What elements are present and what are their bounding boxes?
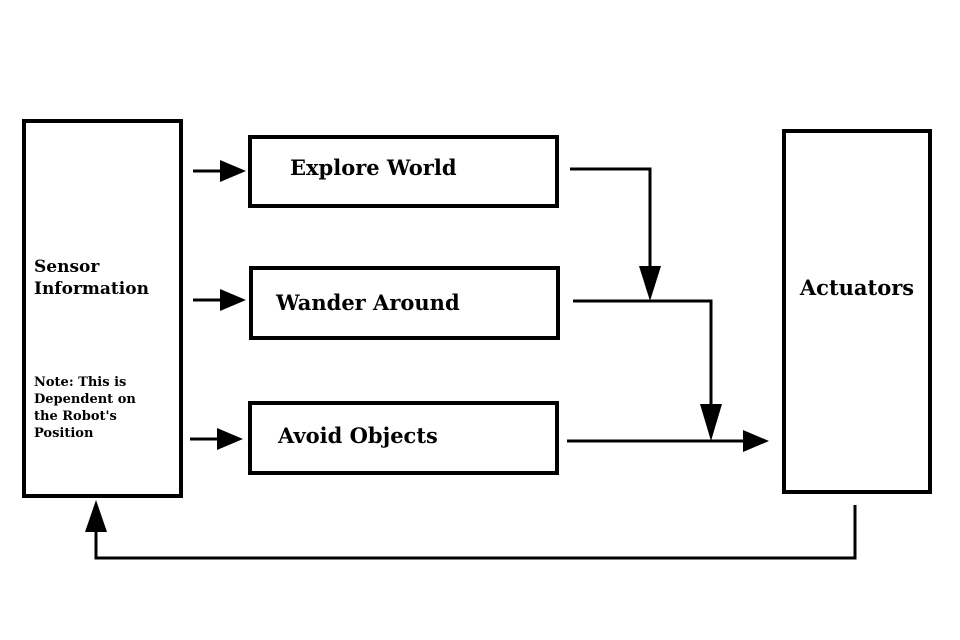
wander-around-label: Wander Around bbox=[275, 290, 460, 315]
arrow-sensor-to-explore bbox=[193, 160, 246, 182]
sensor-title-line-1: Sensor bbox=[34, 257, 100, 277]
avoid-objects-node: Avoid Objects bbox=[248, 401, 559, 475]
avoid-objects-label: Avoid Objects bbox=[277, 423, 438, 448]
sensor-note-line-1: Note: This is bbox=[34, 375, 126, 390]
wander-around-box bbox=[249, 266, 560, 340]
actuators-node: Actuators bbox=[782, 129, 932, 494]
explore-world-box bbox=[248, 135, 559, 208]
explore-world-label: Explore World bbox=[290, 155, 457, 180]
avoid-objects-box bbox=[248, 401, 559, 475]
actuators-label: Actuators bbox=[799, 275, 914, 300]
sensor-note-line-4: Position bbox=[34, 426, 94, 441]
arrow-explore-output bbox=[570, 167, 661, 301]
arrow-sensor-to-wander bbox=[193, 289, 246, 311]
wander-around-node: Wander Around bbox=[249, 266, 560, 340]
actuators-box bbox=[782, 129, 932, 494]
arrow-feedback-loop bbox=[85, 500, 857, 560]
arrow-wander-output bbox=[573, 299, 722, 441]
explore-world-node: Explore World bbox=[248, 135, 559, 208]
sensor-title-line-2: Information bbox=[34, 279, 149, 299]
arrow-sensor-to-avoid bbox=[190, 428, 243, 450]
sensor-note-line-2: Dependent on bbox=[34, 392, 136, 407]
sensor-information-node: Sensor Information Note: This is Depende… bbox=[22, 119, 183, 498]
sensor-information-box bbox=[22, 119, 183, 498]
arrow-avoid-to-actuators bbox=[567, 430, 769, 452]
sensor-note-line-3: the Robot's bbox=[34, 409, 117, 424]
